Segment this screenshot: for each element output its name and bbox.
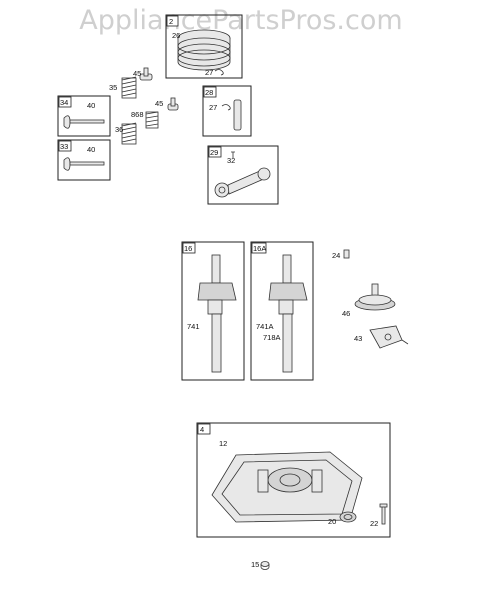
label-40-b: 40 (87, 145, 95, 154)
valve-retainer-868[interactable] (145, 111, 159, 129)
valve-spring-35[interactable] (121, 76, 137, 99)
intake-valve[interactable] (63, 115, 105, 129)
pin-24[interactable] (343, 249, 350, 259)
group-crankshaft-alt[interactable]: 16A 741A 718A (250, 241, 314, 381)
label-741a: 741A (256, 322, 274, 331)
plug-15[interactable] (260, 561, 270, 570)
label-741: 741 (187, 322, 200, 331)
label-26: 26 (172, 31, 180, 40)
group-exhaust-valve[interactable]: 33 40 (57, 139, 111, 181)
valve-spring-36[interactable] (121, 122, 137, 145)
cylinder-sleeve[interactable] (177, 29, 231, 71)
label-45-a: 45 (133, 69, 141, 78)
ring-clip-27-a[interactable] (214, 69, 224, 76)
ring-clip-27-b[interactable] (221, 104, 231, 111)
group-sump[interactable]: 4 12 20 22 (196, 422, 391, 538)
label-12: 12 (219, 439, 227, 448)
group-label-16a: 16A (253, 244, 266, 253)
group-connecting-rod[interactable]: 29 32 (207, 145, 279, 205)
valve-lifter-45-a[interactable] (139, 67, 153, 81)
group-label-4: 4 (200, 425, 204, 434)
label-35: 35 (109, 83, 117, 92)
label-20: 20 (328, 517, 336, 526)
label-32: 32 (227, 156, 235, 165)
connecting-rod[interactable] (214, 167, 271, 198)
group-label-29: 29 (210, 148, 218, 157)
valve-parts-loose: 45 35 45 868 36 (109, 67, 179, 145)
label-22: 22 (370, 519, 378, 528)
sump-housing[interactable] (211, 451, 363, 523)
group-label-24: 2 (169, 17, 173, 26)
screw-22[interactable] (379, 503, 388, 525)
label-868: 868 (131, 110, 144, 119)
group-crankshaft[interactable]: 16 741 (181, 241, 245, 381)
group-label-34: 34 (60, 98, 68, 107)
group-piston-pin[interactable]: 28 27 (202, 85, 252, 137)
valve-lifter-45-b[interactable] (167, 97, 179, 111)
crankshaft-alt[interactable] (268, 254, 308, 373)
label-43: 43 (354, 334, 362, 343)
label-27-b: 27 (209, 103, 217, 112)
governor-gear-46[interactable] (354, 283, 396, 311)
exhaust-valve[interactable] (63, 157, 105, 171)
group-intake-valve[interactable]: 34 40 (57, 95, 111, 137)
rod-bolt-32[interactable] (231, 151, 235, 158)
group-label-28: 28 (205, 88, 213, 97)
label-45-b: 45 (155, 99, 163, 108)
label-36: 36 (115, 125, 123, 134)
governor-assembly-43[interactable] (369, 325, 409, 349)
crankshaft[interactable] (197, 254, 237, 373)
governor-parts: 24 46 43 (332, 249, 409, 349)
label-15: 15 (251, 560, 259, 569)
group-cylinder-rings[interactable]: 2 26 27 (165, 14, 243, 79)
label-40-a: 40 (87, 101, 95, 110)
label-27-a: 27 (205, 68, 213, 77)
oil-seal-20[interactable] (339, 511, 357, 523)
label-718a: 718A (263, 333, 281, 342)
label-24: 24 (332, 251, 340, 260)
watermark: AppliancePartsPros.com (79, 5, 402, 36)
group-label-16: 16 (184, 244, 192, 253)
group-label-33: 33 (60, 142, 68, 151)
label-46: 46 (342, 309, 350, 318)
piston-pin[interactable] (233, 99, 242, 131)
